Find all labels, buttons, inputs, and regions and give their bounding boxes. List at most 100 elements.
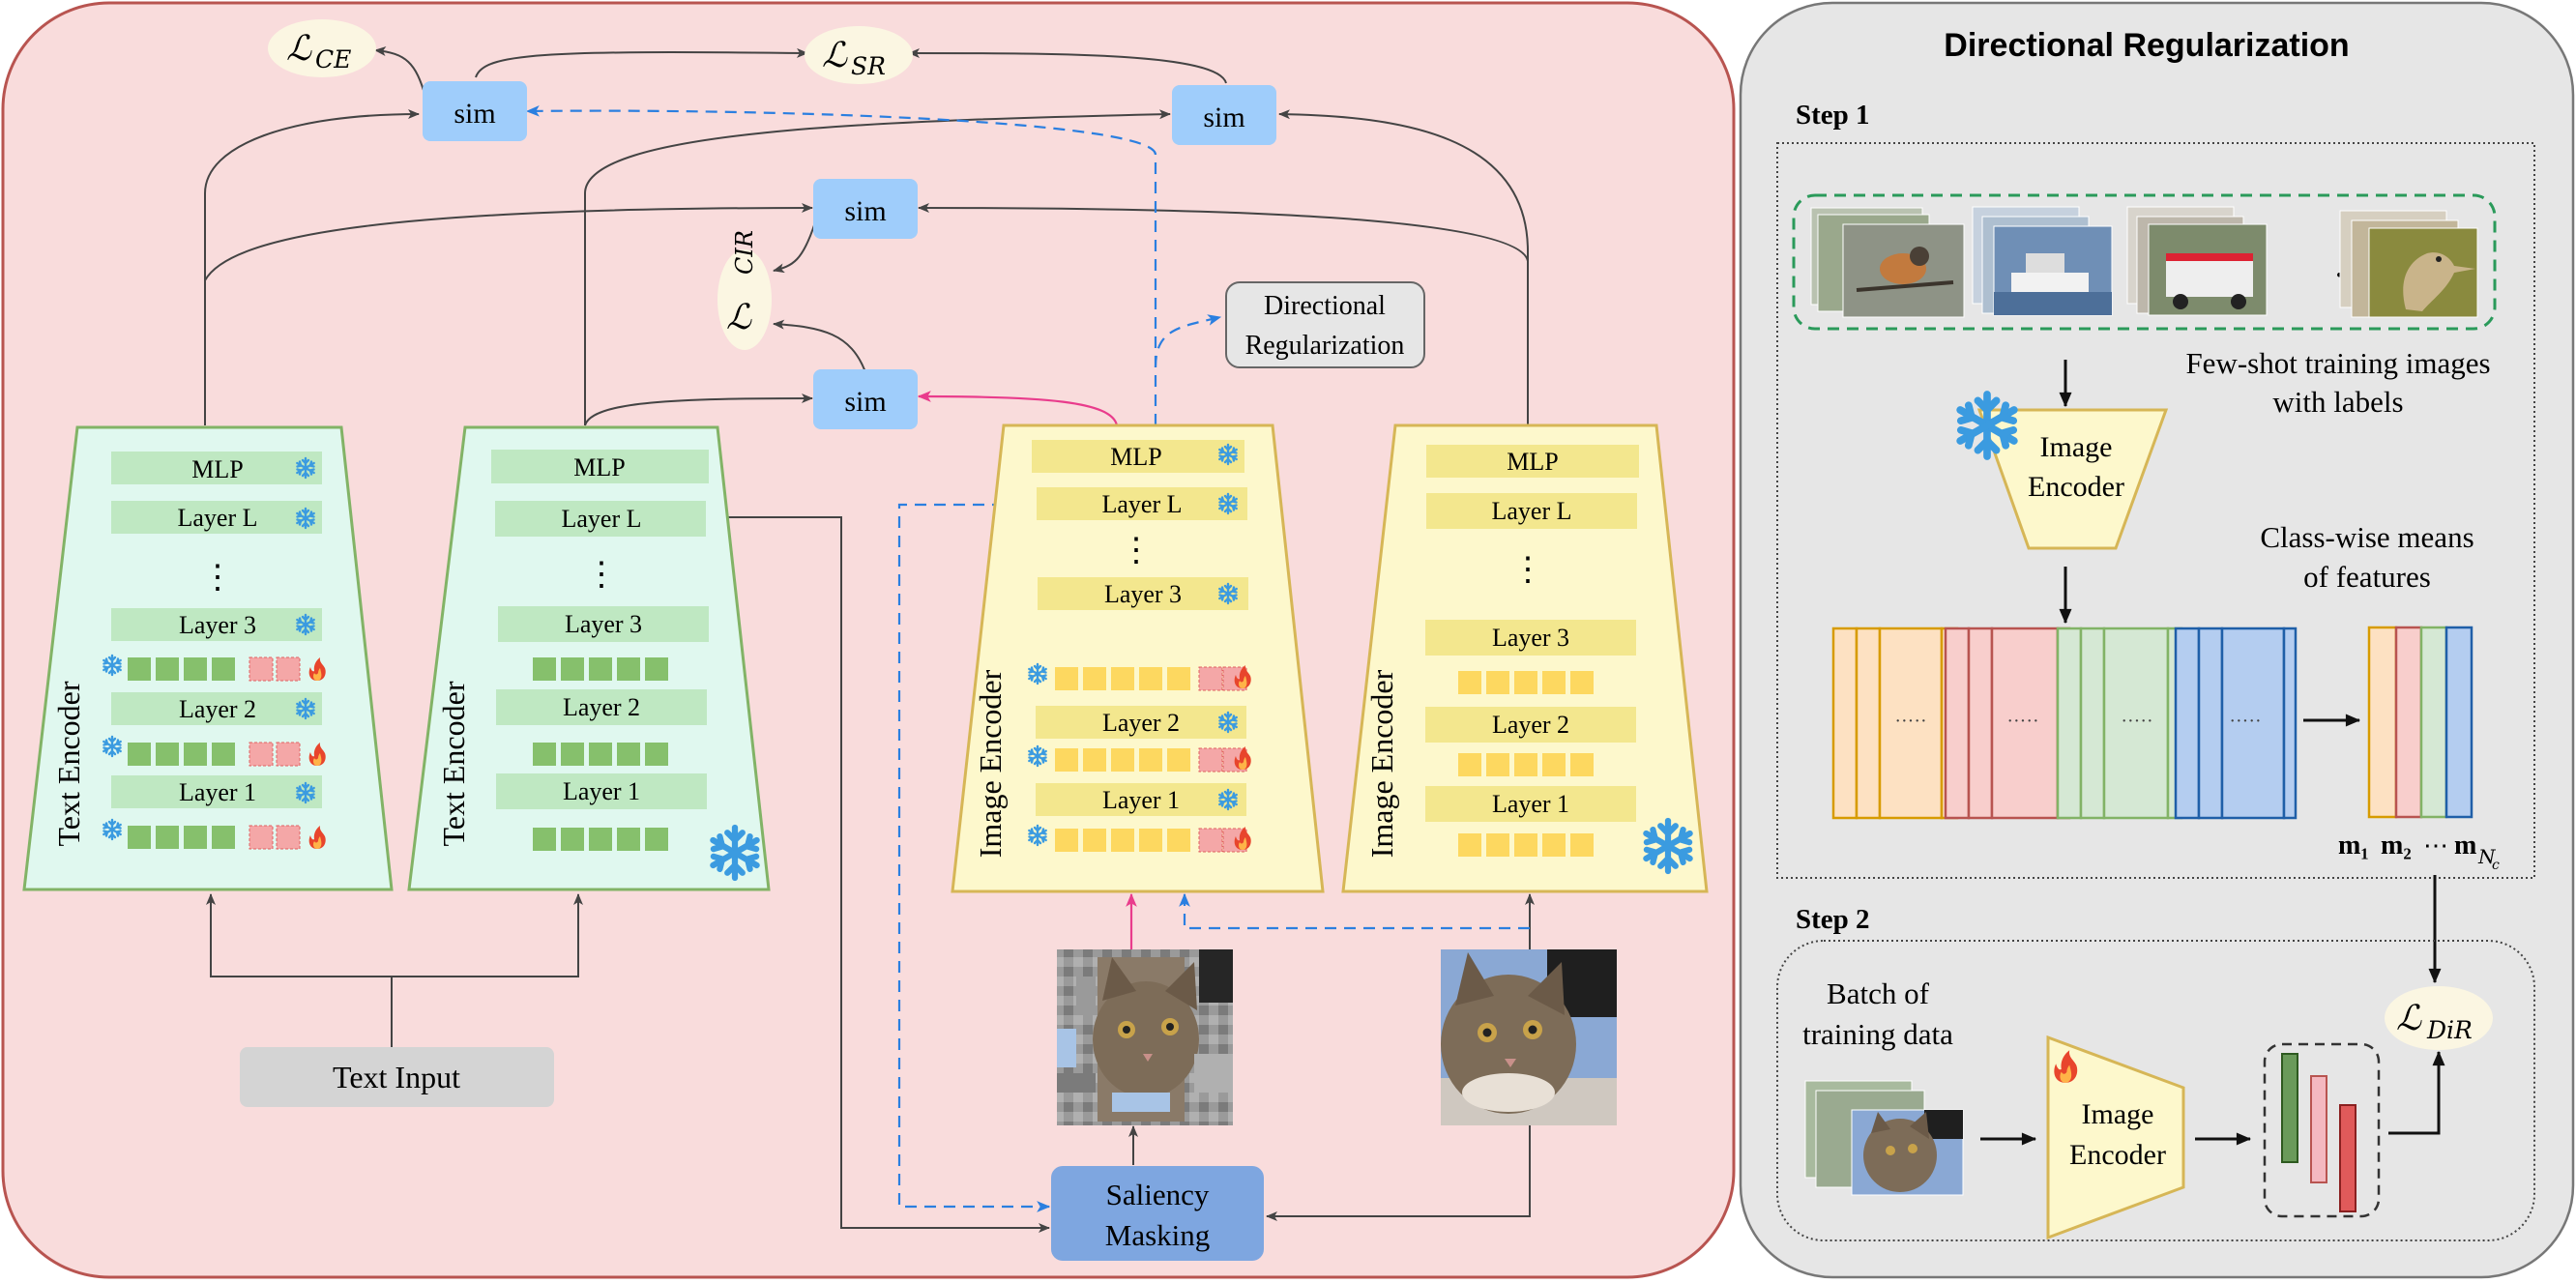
loss-ce-sub: CE (315, 45, 351, 73)
connectors (204, 46, 1535, 1233)
svg-text:Encoder: Encoder (2069, 1139, 2166, 1171)
prompt-tokens-row-2 (102, 735, 326, 767)
svg-text:Regularization: Regularization (1245, 331, 1405, 361)
blue-dashed-arrows (525, 105, 1530, 1212)
svg-text:sim: sim (1203, 102, 1244, 133)
svg-text:m₁: m₁ (2338, 831, 2369, 860)
svg-text:·····: ····· (2121, 711, 2152, 732)
svg-text:Layer 2: Layer 2 (563, 693, 640, 721)
svg-text:Layer 2: Layer 2 (1492, 711, 1569, 739)
svg-text:Layer 3: Layer 3 (565, 610, 642, 638)
cat-image (1441, 949, 1617, 1125)
batch-caption-line1: Batch of (1827, 977, 1930, 1010)
svg-text:Layer 2: Layer 2 (179, 695, 256, 723)
svg-text:Layer L: Layer L (177, 504, 257, 532)
feature-group-orange: ····· (1831, 627, 1959, 820)
few-shot-caption-line1: Few-shot training images (2185, 346, 2490, 380)
svg-text:m: m (2454, 831, 2476, 860)
batch-images (1804, 1080, 1964, 1196)
svg-text:sim: sim (454, 98, 495, 130)
step-1-label: Step 1 (1796, 100, 1870, 131)
svg-text:⋯: ⋯ (2423, 831, 2448, 860)
step-1-box (1776, 142, 2535, 879)
svg-text:MLP: MLP (1507, 448, 1558, 476)
image-encoder-1-title: Image Encoder (973, 669, 1008, 858)
svg-text:Image: Image (2082, 1098, 2154, 1130)
svg-text:MLP: MLP (573, 453, 625, 481)
feature-blocks: ····· ····· ····· ····· (1831, 627, 2298, 820)
svg-text:Layer 3: Layer 3 (179, 611, 256, 639)
svg-text:⋮: ⋮ (585, 557, 618, 593)
svg-text:⋮: ⋮ (1120, 533, 1153, 569)
image-encoder-2-title: Image Encoder (1364, 669, 1399, 858)
right-panel-title: Directional Regularization (1944, 27, 2349, 64)
loss-cir: ℒ CIR (717, 230, 772, 350)
svg-text:·····: ····· (1894, 711, 1926, 732)
visual-prompt-tokens-row-2 (1028, 744, 1251, 773)
class-means-blocks (2367, 626, 2474, 819)
prompt-tokens-row-1 (102, 818, 326, 850)
text-encoder-2: Text Encoder MLP Layer L ⋮ Layer 3 Layer… (407, 425, 771, 891)
sim-box-2: sim (1172, 85, 1276, 145)
text-encoder-1-title: Text Encoder (51, 681, 86, 846)
saliency-masking-box: Saliency Masking (1051, 1166, 1264, 1261)
class-means-caption-line2: of features (2303, 560, 2431, 594)
sim-box-3: sim (813, 179, 918, 239)
svg-text:sim: sim (844, 195, 886, 227)
step-2-box (1776, 940, 2535, 1241)
visual-prompt-tokens-row-1 (1028, 824, 1251, 853)
svg-text:Saliency: Saliency (1106, 1178, 1210, 1211)
svg-text:Layer 1: Layer 1 (1102, 786, 1180, 814)
batch-caption-line2: training data (1802, 1017, 1953, 1051)
loss-dir-main: ℒ (2396, 999, 2422, 1038)
svg-text:Directional: Directional (1264, 291, 1386, 321)
svg-text:Layer 1: Layer 1 (563, 777, 640, 805)
directional-regularization-box: Directional Regularization (1225, 281, 1425, 368)
frozen-tokens (533, 657, 668, 851)
visual-prompt-tokens-row-3 (1028, 662, 1251, 691)
loss-sr-main: ℒ (822, 36, 848, 75)
svg-text:⋮: ⋮ (201, 560, 234, 596)
text-encoder-1: Text Encoder MLP Layer L ⋮ Layer 3 Layer… (22, 425, 394, 891)
prompt-tokens-row-3 (102, 654, 326, 682)
svg-text:Image: Image (2040, 431, 2113, 463)
svg-text:Layer L: Layer L (1101, 490, 1182, 518)
sim-box-1: sim (423, 81, 527, 141)
image-encoder-2: Image Encoder MLP Layer L ⋮ Layer 3 Laye… (1341, 423, 1709, 893)
loss-ce-main: ℒ (286, 29, 312, 69)
step-2-label: Step 2 (1796, 904, 1870, 935)
svg-text:·····: ····· (2006, 711, 2038, 732)
svg-text:Layer L: Layer L (561, 505, 641, 533)
svg-text:MLP: MLP (1110, 443, 1161, 471)
loss-sr-sub: SR (851, 52, 886, 80)
sim-box-4: sim (813, 369, 918, 429)
svg-text:Layer 1: Layer 1 (1492, 790, 1569, 818)
step1-image-encoder: Image Encoder (1960, 394, 2169, 550)
svg-text:N: N (2477, 845, 2497, 868)
svg-text:Encoder: Encoder (2028, 471, 2124, 503)
loss-cir-main: ℒ (726, 298, 752, 337)
svg-text:Masking: Masking (1105, 1218, 1211, 1252)
image-encoder-1: Image Encoder MLP Layer L ⋮ Layer 3 Laye… (951, 423, 1325, 893)
loss-dir: ℒ DiR (2385, 986, 2493, 1050)
feature-group-red: ····· (1944, 627, 2071, 820)
step2-image-encoder: Image Encoder (2046, 1035, 2185, 1240)
loss-dir-sub: DiR (2426, 1016, 2473, 1044)
text-encoder-2-title: Text Encoder (436, 681, 471, 846)
batch-feature-vectors (2263, 1042, 2381, 1218)
svg-text:Layer 3: Layer 3 (1492, 624, 1569, 652)
frozen-visual-tokens (1458, 671, 1594, 857)
few-shot-image-set: … (1792, 193, 2497, 331)
feature-group-blue: ····· (2174, 627, 2298, 820)
svg-text:Layer 2: Layer 2 (1102, 709, 1180, 737)
masked-cat-image (1057, 949, 1233, 1125)
svg-text:c: c (2492, 858, 2500, 873)
pink-arrows (917, 391, 1137, 952)
loss-cir-sub: CIR (731, 230, 758, 275)
svg-text:m₂: m₂ (2381, 831, 2412, 860)
svg-text:MLP: MLP (191, 455, 243, 483)
svg-text:⋮: ⋮ (1511, 552, 1544, 588)
class-means-caption-line1: Class-wise means (2260, 520, 2474, 554)
few-shot-caption-line2: with labels (2272, 385, 2403, 419)
